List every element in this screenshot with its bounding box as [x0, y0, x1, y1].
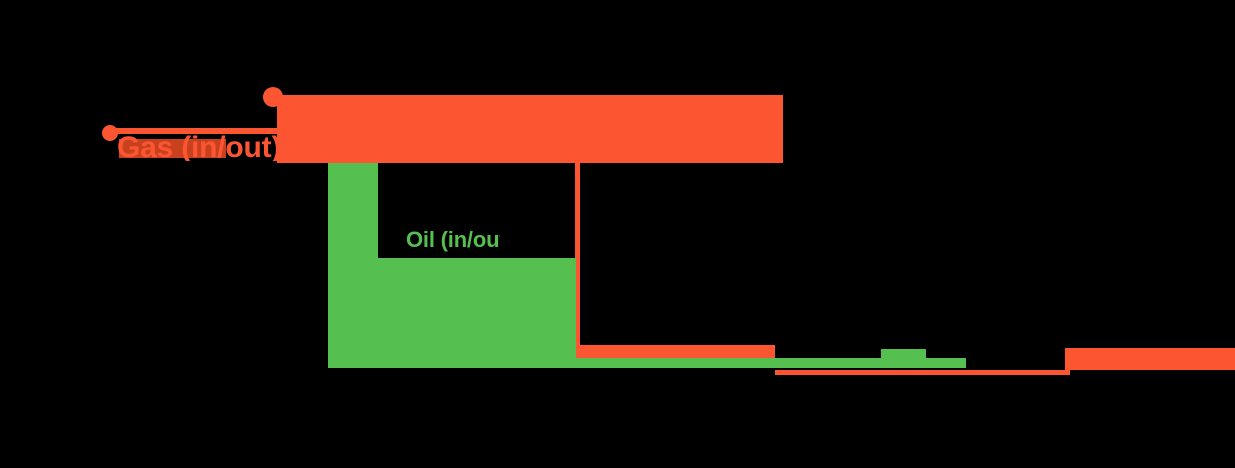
- gas-marker-top: [263, 87, 283, 107]
- series-label-oil: Oil (in/out): [406, 227, 500, 252]
- gas-band-main: [277, 95, 783, 163]
- oil-baseline: [576, 358, 881, 368]
- gas-drop-connector: [575, 163, 580, 349]
- oil-label-clip: Oil (in/out): [400, 227, 500, 254]
- oil-plateau: [328, 258, 576, 368]
- gas-step-right: [1065, 348, 1235, 370]
- oil-tail: [926, 358, 966, 368]
- gas-label-clip: Gas (in/out): [110, 130, 295, 162]
- gas-leader-line: [110, 128, 277, 134]
- gas-label-overlap-shade: [119, 139, 226, 158]
- series-oil-green: [328, 163, 966, 368]
- gas-baseline: [775, 370, 1069, 375]
- series-label-gas: Gas (in/out): [117, 131, 282, 162]
- gas-marker-left: [102, 125, 118, 141]
- oil-bump: [881, 349, 926, 368]
